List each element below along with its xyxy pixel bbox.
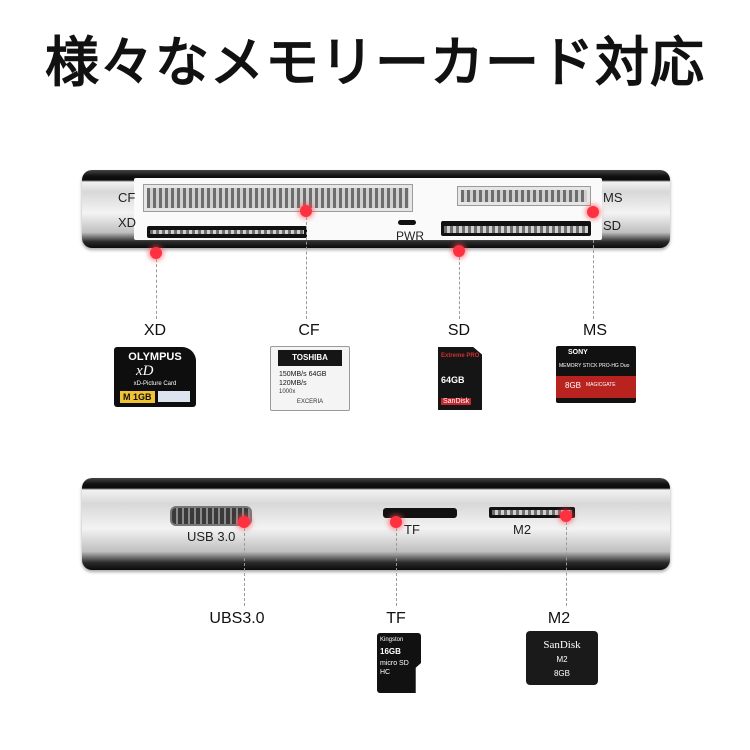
cf-card-speed-line-1: 150MB/s 64GB — [279, 371, 327, 378]
tf-leader-line — [396, 528, 397, 606]
tf-card-label: TF — [386, 610, 406, 627]
cf-card-speed-line-2: 120MB/s — [279, 380, 307, 387]
m2-leader-line — [566, 522, 567, 606]
ms-card-image: SONY MEMORY STICK PRO-HG Duo 8GB MAGICGA… — [556, 346, 636, 403]
m2-slot[interactable] — [489, 507, 575, 518]
ms-slot[interactable] — [457, 186, 591, 206]
sd-slot[interactable] — [441, 221, 591, 236]
pwr-label: PWR — [396, 229, 424, 243]
ms-marker-dot — [587, 206, 599, 218]
xd-card-write-area — [158, 391, 190, 402]
xd-marker-dot — [150, 247, 162, 259]
tf-card-type: micro SD HC — [380, 660, 409, 676]
m2-card-brand: SanDisk — [543, 639, 581, 651]
cf-slot-pins — [147, 188, 409, 208]
ms-leader-line — [593, 240, 594, 319]
m2-card-image: SanDisk M2 8GB — [526, 631, 598, 685]
m2-marker-dot — [560, 510, 572, 522]
tf-card-image: Kingston 16GB micro SD HC — [377, 633, 421, 693]
ms-card-color-band — [556, 376, 636, 398]
sd-card-capacity: 64GB — [441, 375, 465, 385]
cf-card-label: CF — [298, 322, 320, 339]
m2-card-label: M2 — [547, 610, 571, 627]
tf-marker-dot — [390, 516, 402, 528]
tf-port-label: TF — [404, 522, 420, 537]
xd-card-subtitle: xD-Picture Card — [133, 381, 177, 387]
page-title: 様々なメモリーカード対応 — [45, 31, 705, 94]
ms-card-label: MS — [583, 322, 607, 339]
ms-card-footer: MAGICGATE — [586, 382, 616, 388]
cf-card-brand: TOSHIBA — [278, 350, 342, 366]
power-led — [398, 220, 416, 225]
xd-card-capacity: M 1GB — [120, 391, 155, 403]
sd-marker-dot — [453, 245, 465, 257]
xd-slot-label: XD — [118, 215, 137, 230]
xd-card-logo: xD — [136, 363, 154, 379]
usb-3-port[interactable] — [170, 506, 252, 526]
tf-slot[interactable] — [383, 508, 457, 518]
m2-card-type: M2 — [556, 655, 568, 664]
m2-slot-pins — [492, 510, 572, 515]
ms-card-product: MEMORY STICK PRO-HG Duo — [559, 363, 630, 369]
usb-marker-dot — [238, 516, 250, 528]
card-reader-side-view — [82, 478, 670, 570]
ms-slot-pins — [461, 190, 587, 202]
tf-card-brand: Kingston — [380, 637, 404, 643]
cf-card-image: TOSHIBA 150MB/s 64GB 120MB/s 1000x EXCER… — [270, 346, 350, 411]
sd-card-footer: SanDisk — [441, 398, 472, 405]
sd-slot-pins — [444, 226, 588, 233]
xd-card-brand: OLYMPUS — [128, 351, 182, 363]
cf-card-footer: EXCERIA — [296, 399, 324, 405]
cf-leader-line — [306, 217, 307, 319]
cf-marker-dot — [300, 205, 312, 217]
usb-card-label: UBS3.0 — [209, 610, 265, 627]
sd-card-label: SD — [447, 322, 471, 339]
ms-card-capacity: 8GB — [565, 381, 582, 390]
cf-slot[interactable] — [143, 184, 413, 212]
xd-slot[interactable] — [147, 226, 307, 238]
cf-slot-label: CF — [118, 190, 136, 205]
usb-port-label: USB 3.0 — [187, 529, 236, 544]
sd-leader-line — [459, 257, 460, 319]
xd-leader-line — [156, 259, 157, 319]
usb-leader-line — [244, 528, 245, 606]
cf-card-speed-line-3: 1000x — [279, 389, 296, 395]
sd-slot-label: SD — [603, 218, 622, 233]
xd-slot-pins — [150, 230, 304, 234]
m2-card-capacity: 8GB — [553, 669, 570, 678]
sd-card-image: Extreme PRO 64GB SanDisk — [438, 347, 482, 410]
ms-slot-label: MS — [603, 190, 623, 205]
tf-card-capacity: 16GB — [380, 647, 401, 656]
xd-card-label: XD — [143, 322, 167, 339]
ms-card-brand: SONY — [568, 349, 588, 356]
sd-card-brand: Extreme PRO — [441, 353, 480, 359]
xd-card-image: OLYMPUS xD xD-Picture Card M 1GB — [114, 347, 196, 407]
m2-port-label: M2 — [513, 522, 532, 537]
